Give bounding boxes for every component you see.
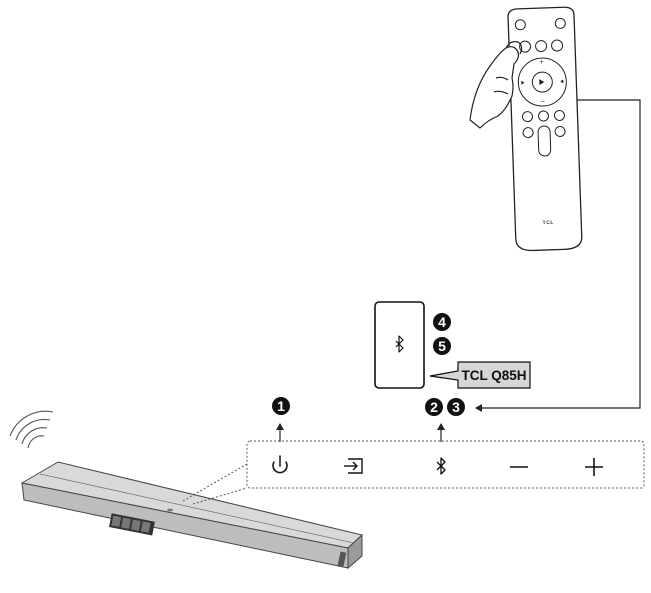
svg-text:4: 4 xyxy=(438,314,446,330)
step-badge-3: 3 xyxy=(447,398,465,416)
svg-text:TCL Q85H: TCL Q85H xyxy=(461,368,526,383)
step-badge-4: 4 xyxy=(433,313,451,331)
remote-control-illustration: + − TCL xyxy=(507,6,583,252)
svg-text:3: 3 xyxy=(452,399,460,415)
svg-text:−: − xyxy=(541,99,545,106)
svg-text:+: + xyxy=(539,59,543,66)
button-panel xyxy=(246,440,645,489)
soundbar-display xyxy=(109,513,155,536)
soundbar-illustration xyxy=(20,461,364,570)
step-badge-1: 1 xyxy=(272,397,290,415)
input-source-icon[interactable] xyxy=(344,458,363,474)
bluetooth-icon[interactable] xyxy=(436,457,446,475)
power-icon[interactable] xyxy=(272,455,288,474)
hand-illustration xyxy=(469,41,523,129)
device-name-label: TCL Q85H xyxy=(429,361,531,389)
svg-text:2: 2 xyxy=(430,399,438,415)
step-badge-5: 5 xyxy=(433,337,451,355)
svg-text:1: 1 xyxy=(277,398,285,414)
remote-connector-line xyxy=(475,99,641,412)
callout-lines xyxy=(182,463,248,505)
volume-up-icon[interactable] xyxy=(585,458,603,476)
soundbar-logo xyxy=(167,508,173,512)
step-badge-2: 2 xyxy=(425,398,443,416)
wireless-signal-icon xyxy=(9,410,54,449)
svg-text:TCL: TCL xyxy=(543,220,554,226)
phone-bluetooth-icon xyxy=(395,335,404,353)
svg-text:5: 5 xyxy=(438,338,446,354)
smartphone-illustration xyxy=(374,301,425,389)
